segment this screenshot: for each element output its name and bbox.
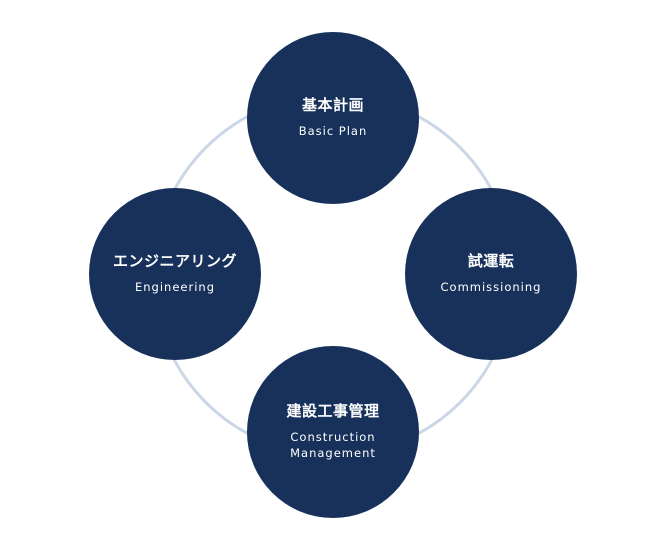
node-basic-plan: 基本計画 Basic Plan bbox=[247, 32, 419, 204]
node-commissioning-jp: 試運転 bbox=[467, 252, 515, 271]
node-construction-management: 建設工事管理 Construction Management bbox=[247, 346, 419, 518]
node-commissioning-en: Commissioning bbox=[440, 280, 542, 295]
node-engineering-en: Engineering bbox=[135, 280, 215, 295]
node-engineering-jp: エンジニアリング bbox=[112, 252, 237, 271]
node-basic-plan-en: Basic Plan bbox=[298, 124, 368, 139]
node-construction-management-jp: 建設工事管理 bbox=[286, 402, 380, 421]
node-commissioning: 試運転 Commissioning bbox=[405, 188, 577, 360]
node-basic-plan-jp: 基本計画 bbox=[301, 96, 364, 115]
node-engineering: エンジニアリング Engineering bbox=[89, 188, 261, 360]
node-construction-management-en: Construction Management bbox=[290, 430, 376, 460]
